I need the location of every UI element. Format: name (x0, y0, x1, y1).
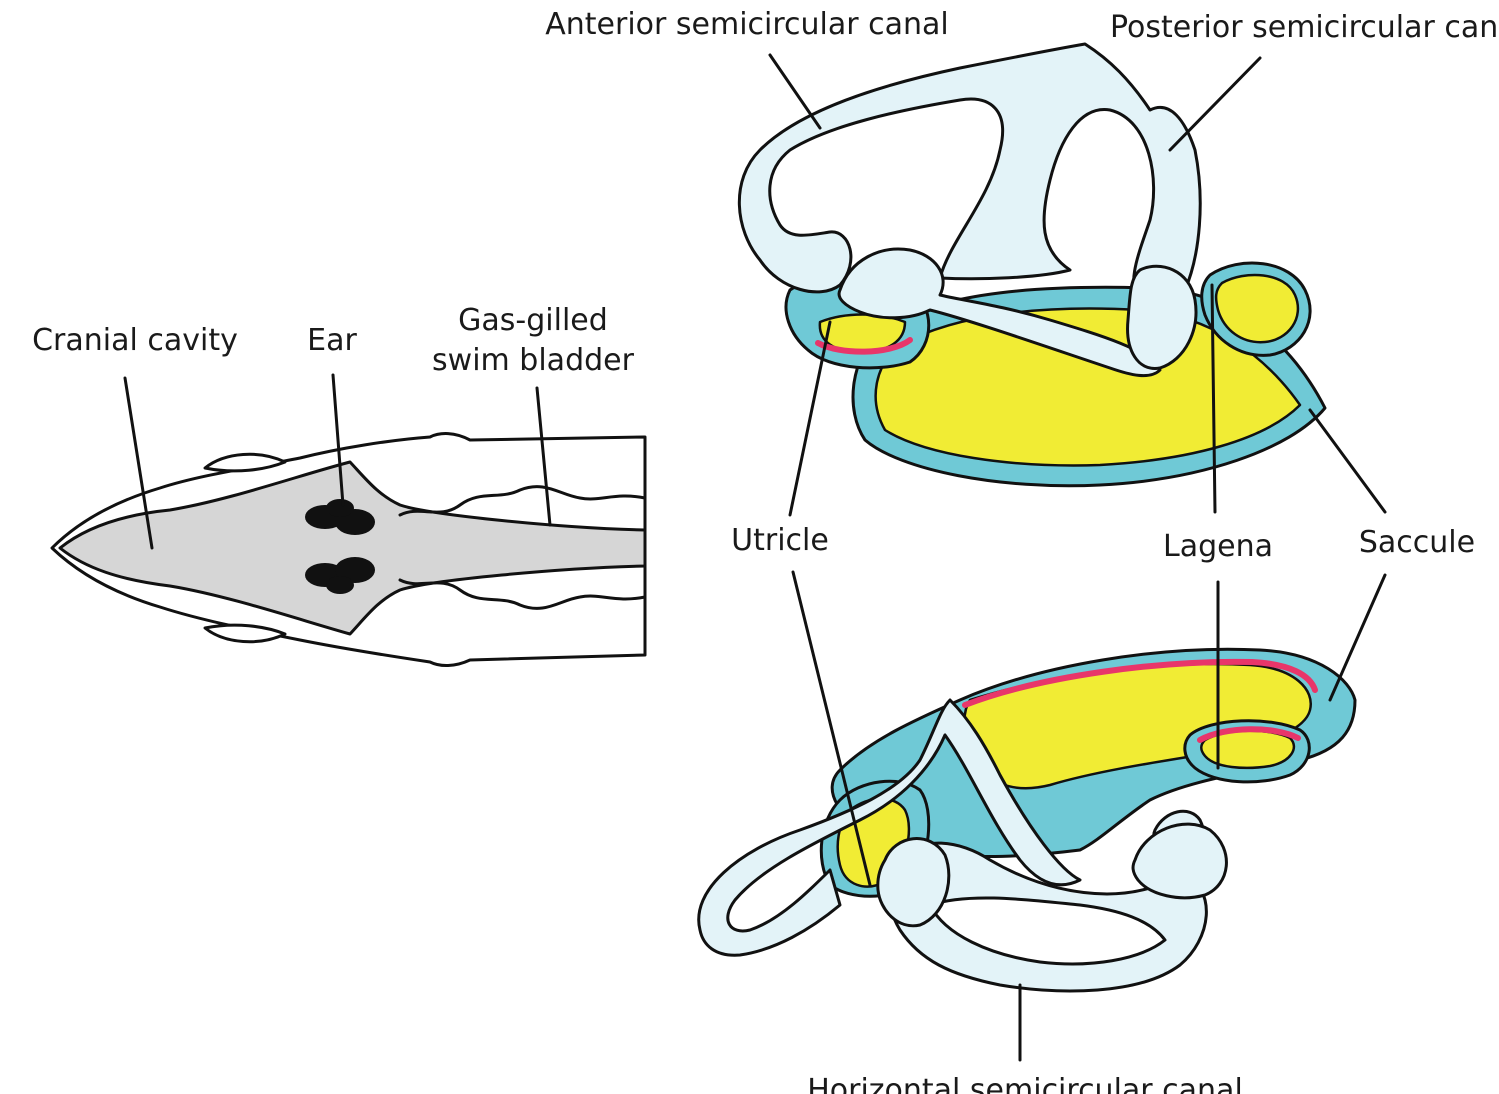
swim-bladder-lower (398, 578, 647, 610)
leader-saccule-upper (1308, 408, 1387, 514)
label-lagena: Lagena (1163, 529, 1273, 564)
label-swim-bladder-line2: swim bladder (432, 343, 635, 378)
leader-swim-bladder (535, 386, 552, 527)
utricle-macula-lateral (818, 313, 907, 354)
fish-head-illustration (50, 373, 647, 667)
labels: Cranial cavity Ear Gas-gilled swim bladd… (32, 7, 1499, 1094)
leader-posterior-canal (1168, 56, 1262, 152)
label-cranial-cavity: Cranial cavity (32, 323, 238, 358)
leader-ear (331, 373, 345, 507)
lagena-macula-lateral (1214, 273, 1300, 344)
saccule-macula-lateral (874, 307, 1302, 467)
leader-utricle-upper (788, 320, 832, 517)
label-posterior-canal: Posterior semicircular cana (1110, 10, 1499, 45)
label-anterior-canal: Anterior semicircular canal (545, 7, 949, 42)
eye-lower (203, 623, 287, 644)
eye-upper (203, 452, 287, 473)
anterior-canal-dorsal (697, 698, 1082, 957)
utricle-ampulla-dorsal (876, 837, 951, 928)
leader-anterior-canal (768, 53, 822, 130)
lagena-otolith-dorsal (1197, 726, 1301, 743)
cranial-cavity-shape (58, 460, 647, 636)
swim-bladder-upper (398, 485, 647, 517)
label-horizontal-canal: Horizontal semicircular canal (807, 1073, 1243, 1094)
ear-otoliths (305, 499, 375, 594)
label-utricle: Utricle (731, 523, 829, 558)
label-ear: Ear (307, 323, 357, 358)
label-swim-bladder-line1: Gas-gilled (458, 303, 608, 338)
label-saccule: Saccule (1359, 525, 1475, 560)
anterior-canal (737, 42, 1202, 307)
leader-cranial-cavity (123, 376, 154, 550)
leader-utricle-lower (791, 570, 872, 887)
inner-ear-dorsal-view (697, 570, 1387, 1062)
posterior-canal-ampulla (1126, 264, 1198, 370)
saccule-otolith-dorsal (962, 658, 1318, 708)
horizontal-ampulla-dorsal (1131, 822, 1228, 900)
leader-lagena-upper (1210, 283, 1217, 514)
leader-saccule-lower (1328, 573, 1387, 702)
inner-ear-lateral-view (737, 42, 1387, 517)
